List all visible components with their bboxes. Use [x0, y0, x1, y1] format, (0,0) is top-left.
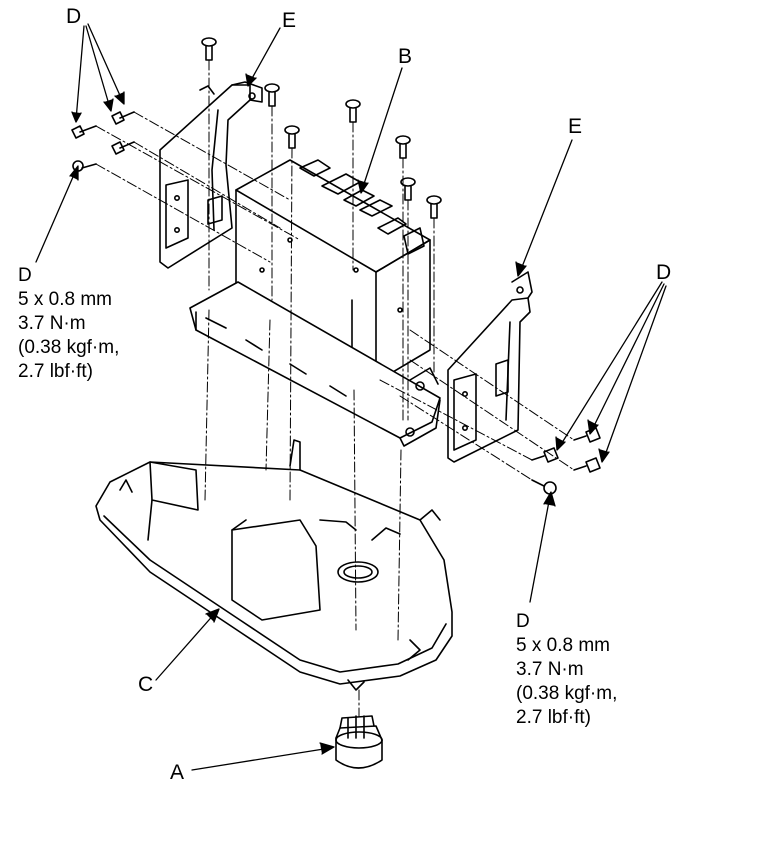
leader-a: [191, 742, 335, 771]
mounting-tray: [189, 281, 441, 447]
right-bracket-e: [447, 271, 533, 463]
spec-right-torque: 3.7 N·m: [516, 659, 584, 680]
label-b: B: [398, 45, 413, 68]
leader-e-top: [245, 27, 281, 87]
leader-d-right-spec: [529, 491, 556, 603]
left-bracket-e: [159, 81, 263, 269]
leader-d-top-left: [71, 23, 125, 123]
label-c: C: [138, 673, 154, 696]
spec-right-kgf: (0.38 kgf·m,: [516, 683, 618, 704]
bolt-right-2: [573, 457, 601, 473]
torque-spec-right: D 5 x 0.8 mm 3.7 N·m (0.38 kgf·m, 2.7 lb…: [516, 610, 617, 730]
bolt-right-4: [531, 479, 557, 495]
leader-lines: [35, 23, 667, 771]
leader-d-right: [555, 281, 667, 463]
spec-right-lbf: 2.7 lbf·ft): [516, 707, 591, 728]
screw-top-4: [284, 125, 300, 149]
screw-top-6: [400, 177, 416, 201]
spec-left-size: 5 x 0.8 mm: [18, 289, 112, 310]
torque-spec-left: D 5 x 0.8 mm 3.7 N·m (0.38 kgf·m, 2.7 lb…: [18, 264, 119, 384]
leader-c: [155, 608, 220, 681]
screw-top-3: [345, 99, 361, 123]
bolt-right-1: [573, 427, 601, 443]
leader-b: [357, 67, 403, 194]
label-a: A: [170, 761, 185, 784]
leader-e-right: [515, 139, 573, 277]
screw-top-2: [264, 83, 280, 107]
label-d-right: D: [656, 261, 672, 284]
label-e-right: E: [568, 115, 583, 138]
spec-left-kgf: (0.38 kgf·m,: [18, 337, 120, 358]
label-e-top: E: [282, 9, 297, 32]
label-d-top-left: D: [66, 5, 82, 28]
knob-a: [335, 715, 383, 769]
console-c: [95, 439, 453, 691]
screws: [71, 37, 601, 495]
spec-left-letter: D: [18, 265, 32, 286]
spec-right-letter: D: [516, 611, 530, 632]
spec-left-torque: 3.7 N·m: [18, 313, 86, 334]
bolt-left-1: [71, 125, 97, 139]
screw-top-5: [395, 135, 411, 159]
spec-right-size: 5 x 0.8 mm: [516, 635, 610, 656]
screw-top-7: [426, 195, 442, 219]
spec-left-lbf: 2.7 lbf·ft): [18, 361, 93, 382]
assembly-lines: [95, 59, 575, 717]
bolt-left-3: [111, 141, 135, 155]
bolt-left-2: [111, 111, 135, 125]
leader-d-left-spec: [35, 165, 79, 263]
screw-top-1: [201, 37, 217, 61]
